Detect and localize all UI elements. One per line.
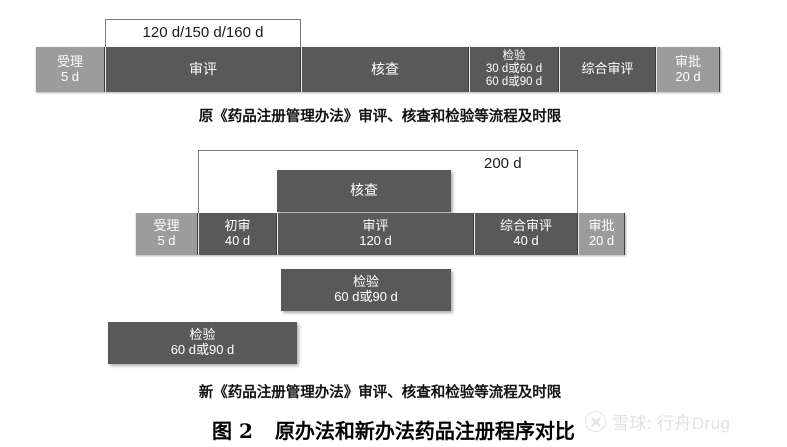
old-segment-shenping: 审评 (105, 47, 301, 92)
old-segment-shenpi-line1: 审批 (674, 53, 701, 69)
old-segment-jianyan-line3: 60 d或90 d (485, 75, 543, 88)
old-segment-zonghe-line1: 综合审评 (581, 61, 634, 77)
new-segment-shenpi: 审批 20 d (578, 213, 625, 255)
new-segment-shenpi-line1: 审批 (588, 218, 615, 234)
old-segment-jianyan-line1: 检验 (502, 50, 526, 63)
old-segment-shenpi-line2: 20 d (675, 68, 701, 84)
new-segment-chushen: 初审 40 d (198, 213, 277, 255)
new-test-box-lower: 检验 60 d或90 d (108, 322, 297, 364)
new-segment-zonghe: 综合审评 40 d (474, 213, 578, 255)
new-segment-chushen-line1: 初审 (224, 218, 251, 234)
old-duration-label: 120 d/150 d/160 d (142, 24, 264, 41)
old-segment-shouli: 受理 5 d (35, 47, 105, 92)
new-process-caption: 新《药品注册管理办法》审评、核查和检验等流程及时限 (198, 384, 562, 401)
new-segment-shenpi-line2: 20 d (588, 233, 615, 248)
new-inspection-box: 核查 (277, 170, 451, 212)
new-segment-shenping-line1: 审评 (362, 218, 389, 234)
watermark: 雪球: 行舟Drug (585, 409, 730, 434)
new-test-box-upper-line2: 60 d或90 d (334, 289, 398, 304)
figure-title: 图 2 原办法和新办法药品注册程序对比 (0, 415, 787, 444)
new-segment-chushen-line2: 40 d (224, 233, 251, 248)
new-duration-label: 200 d (484, 155, 522, 172)
old-segment-hecha: 核查 (301, 47, 469, 92)
old-process-caption: 原《药品注册管理办法》审评、核查和检验等流程及时限 (198, 108, 562, 125)
new-segment-shenping-line2: 120 d (359, 233, 392, 248)
figure-title-number: 图 2 (212, 419, 253, 443)
new-test-box-lower-line1: 检验 (189, 327, 216, 343)
new-segment-shouli-line2: 5 d (157, 233, 176, 248)
new-test-box-upper: 检验 60 d或90 d (281, 269, 451, 311)
new-inspection-box-line1: 核查 (350, 182, 378, 199)
new-duration-bracket (198, 150, 578, 220)
figure-title-text: 原办法和新办法药品注册程序对比 (274, 419, 575, 443)
old-segment-shouli-line1: 受理 (56, 53, 83, 69)
new-segment-zonghe-line1: 综合审评 (499, 218, 552, 234)
new-segment-shouli: 受理 5 d (135, 213, 198, 255)
circle-x-logo-icon (585, 411, 606, 432)
old-duration-bracket (105, 19, 301, 47)
old-segment-hecha-line1: 核查 (371, 60, 399, 77)
new-segment-shouli-line1: 受理 (153, 218, 180, 234)
new-segment-zonghe-line2: 40 d (513, 233, 539, 248)
old-segment-jianyan-line2: 30 d或60 d (485, 63, 543, 76)
old-segment-jianyan: 检验 30 d或60 d 60 d或90 d (469, 47, 559, 92)
old-segment-zonghe: 综合审评 (559, 47, 656, 92)
watermark-text: 雪球: 行舟Drug (612, 414, 731, 433)
new-test-box-upper-line1: 检验 (352, 274, 379, 290)
old-segment-shenpi: 审批 20 d (656, 47, 720, 92)
old-segment-shenping-line1: 审评 (189, 60, 217, 77)
new-segment-shenping: 审评 120 d (277, 213, 474, 255)
new-test-box-lower-line2: 60 d或90 d (170, 342, 235, 357)
old-segment-shouli-line2: 5 d (60, 68, 80, 84)
